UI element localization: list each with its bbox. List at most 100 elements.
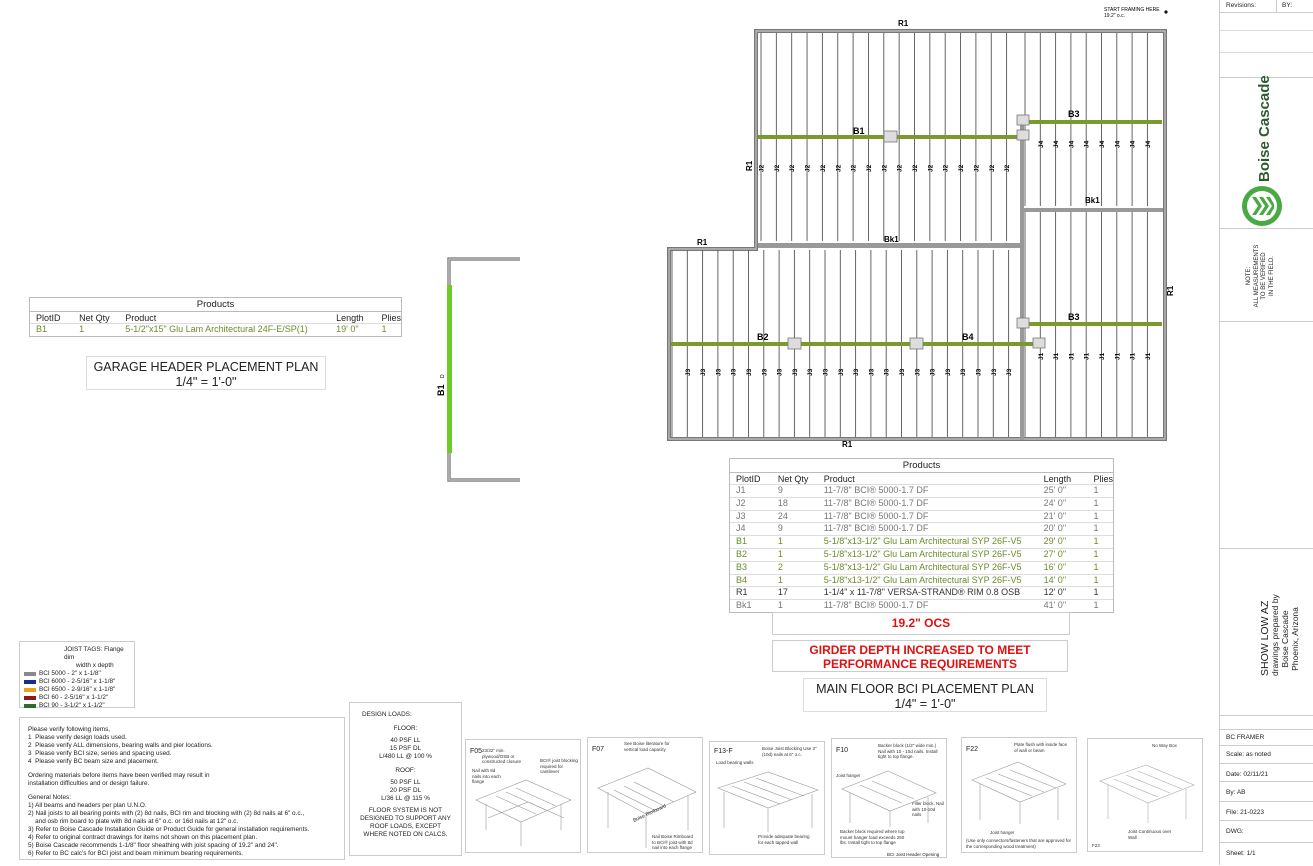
- beam-b4: [916, 342, 1040, 346]
- general-note: 3) Refer to Boise Cascade Installation G…: [28, 826, 310, 833]
- roof-load: L/36 LL @ 115 %: [381, 795, 430, 802]
- cell-qty: 1: [771, 599, 818, 612]
- joist-tag-j2: J2: [897, 164, 904, 172]
- joist-tag-j3: J3: [838, 368, 845, 376]
- legend-item: BCI 6000 - 2-5/16" x 1-1/8": [24, 678, 128, 686]
- joist-tag-j1: J1: [1068, 352, 1075, 360]
- joist-tag-j3: J3: [899, 368, 906, 376]
- col-product: Product: [125, 312, 157, 323]
- detail-f13-drawing: [717, 771, 819, 832]
- garage-label-b1-sub: D: [440, 374, 446, 378]
- detail-f05-note1: 23/32" min. plywood/OSB or constructed c…: [482, 748, 522, 764]
- joist-tag-j3: J3: [792, 368, 799, 376]
- legend-label: BCI 5000 - 2" x 1-1/8": [39, 670, 101, 677]
- cell-plies: 1: [1087, 522, 1113, 536]
- cell-qty: 1: [771, 535, 818, 549]
- joist-tag-j4: J4: [1053, 140, 1060, 148]
- garage-header-plan: B1 D: [436, 257, 520, 482]
- roof-title: ROOF:: [395, 767, 416, 774]
- joist-tag-j1: J1: [1084, 352, 1091, 360]
- joist-tag-j4: J4: [1114, 140, 1121, 148]
- tb-sheet: Sheet: 1/1: [1220, 842, 1313, 866]
- beam-b3-upper: [1022, 120, 1162, 124]
- legend-label: BCI 60 - 2-5/16" x 1-1/2": [39, 694, 109, 701]
- cell-plotid: R1: [730, 586, 772, 600]
- joist-tag-j2: J2: [789, 164, 796, 172]
- roof-load: 20 PSF DL: [389, 787, 422, 794]
- detail-f05-note2: BCI® joist blocking required for cantile…: [540, 758, 578, 774]
- detail-f22-note1: Plate flush with inside face of wall or …: [1014, 742, 1068, 753]
- hanger-blocks: [787, 114, 1046, 350]
- ocs-note: 19.2" OCS: [772, 612, 1070, 635]
- joist-tag-j2: J2: [851, 164, 858, 172]
- label-b2: B2: [757, 332, 769, 342]
- joist-group: [671, 33, 1148, 437]
- joist-tag-j2: J2: [912, 164, 919, 172]
- joist-tag-j3: J3: [1006, 368, 1013, 376]
- tb-file: File: 21-0223: [1220, 801, 1313, 820]
- general-note: 2) Nail joists to all bearing points wit…: [28, 810, 305, 817]
- main-plan-scale: 1/4" = 1'-0": [894, 697, 956, 711]
- cell-product: 11-7/8" BCI® 5000-1.7 DF: [817, 496, 1038, 511]
- cell-product: 1-1/4" x 11-7/8" VERSA-STRAND® RIM 0.8 O…: [817, 586, 1038, 600]
- general-note: 1) All beams and headers per plan U.N.O.: [28, 802, 147, 809]
- legend-swatch: [24, 672, 36, 676]
- bk1-blocking: [1020, 208, 1163, 212]
- joist-tag-j3: J3: [976, 368, 983, 376]
- detail-f10-caption: BCI Joist Header Opening: [887, 852, 940, 857]
- detail-f05-drawing: [475, 779, 572, 846]
- legend-swatch: [24, 688, 36, 692]
- cell-qty: 24: [771, 509, 818, 523]
- joist-tag-j2: J2: [958, 164, 965, 172]
- cell-qty: 17: [771, 586, 818, 600]
- company-name: Boise Cascade: [1256, 75, 1273, 182]
- label-r1-right: R1: [1166, 285, 1175, 296]
- detail-f10: F10 Backer block (1/2" wide min.) Nail w…: [831, 738, 947, 858]
- joist-tag-j2: J2: [820, 164, 827, 172]
- label-r1-top: R1: [898, 19, 909, 28]
- detail-f13-note2: Load bearing walls: [716, 760, 754, 765]
- detail-f05-note3: Nail with 8d nails into each flange: [472, 768, 501, 784]
- joist-tag-j2: J2: [805, 164, 812, 172]
- general-notes-title: General Notes:: [28, 794, 71, 801]
- label-bk1-upper: Bk1: [884, 235, 899, 244]
- detail-f23-note1: No Way Box: [1152, 743, 1177, 748]
- label-b3-lower: B3: [1068, 312, 1080, 322]
- title-block-line: NOTE:: [1246, 266, 1252, 286]
- cell-plotid: B1: [730, 535, 772, 549]
- cell-length: 20' 0": [1037, 522, 1088, 536]
- cell-product: 5-1/8"x13-1/2" Glu Lam Architectural SYP…: [817, 535, 1038, 549]
- tb-dwg: DWG:: [1220, 820, 1313, 847]
- joist-tag-j3: J3: [853, 368, 860, 376]
- detail-f23-note2: Joist Continuous over Wall: [1128, 829, 1172, 840]
- title-block-line: Phoenix, Arizona: [1290, 607, 1300, 671]
- cell-plotid: Bk1: [730, 599, 772, 612]
- cell-length: 24' 0": [1037, 496, 1088, 511]
- tb-date: Date: 02/11/21: [1220, 763, 1313, 782]
- cell-qty: 18: [771, 496, 818, 511]
- joist-tag-j3: J3: [807, 368, 814, 376]
- joist-tag-j3: J3: [700, 368, 707, 376]
- revisions-label: Revisions:: [1226, 2, 1256, 9]
- cell-length: 12' 0": [1037, 586, 1088, 600]
- cell-qty: 1: [73, 322, 120, 336]
- legend-label: BCI 90 - 3-1/2" x 1-1/2": [39, 702, 105, 709]
- floor-load: 40 PSF LL: [390, 737, 421, 744]
- verify-item: 1 Please verify design loads used.: [28, 734, 127, 741]
- joist-tag-j2: J2: [881, 164, 888, 172]
- joist-tags-title: JOIST TAGS: Flange dim: [64, 646, 124, 661]
- joist-tag-j3: J3: [914, 368, 921, 376]
- cell-product: 11-7/8" BCI® 5000-1.7 DF: [817, 484, 1038, 498]
- girder-note-line2: PERFORMANCE REQUIREMENTS: [822, 657, 1017, 671]
- general-note: 6) Refer to BC calc's for BCI joist and …: [28, 850, 244, 857]
- joist-tag-j2: J2: [989, 164, 996, 172]
- caution-line: FLOOR SYSTEM IS NOT: [368, 807, 443, 814]
